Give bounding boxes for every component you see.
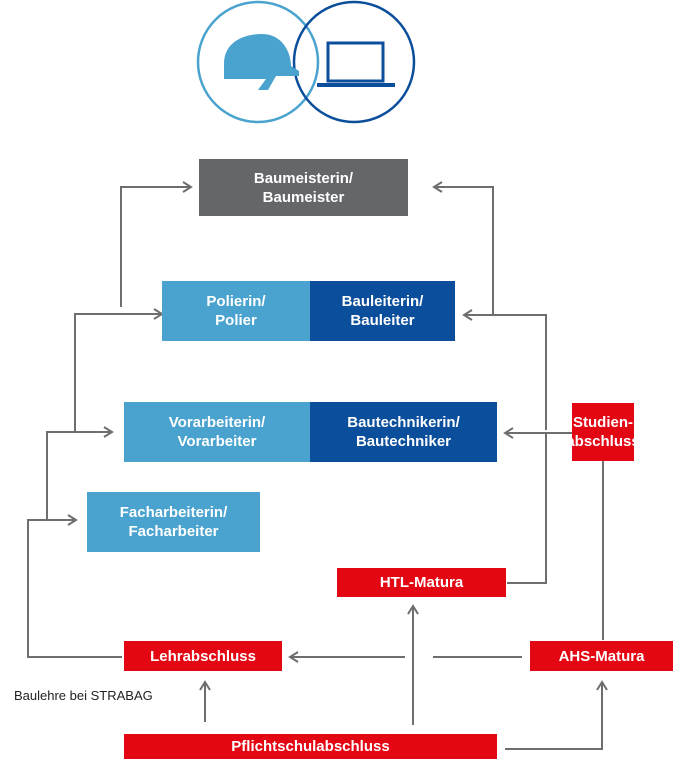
bautechniker-box: Bautechnikerin/ Bautechniker [310, 402, 497, 462]
htl-matura-box: HTL-Matura [337, 568, 506, 597]
bautechniker-line1: Bautechnikerin/ [347, 414, 460, 431]
helmet-circle [196, 0, 320, 124]
facharbeiter-box: Facharbeiterin/ Facharbeiter [87, 492, 260, 552]
bautechniker-line2: Bautechniker [355, 433, 452, 450]
polier-line1: Polierin/ [206, 293, 266, 310]
vorarbeiter-line1: Vorarbeiterin/ [168, 414, 266, 431]
polier-line2: Polier [215, 312, 257, 329]
htl-matura-label: HTL-Matura [379, 574, 464, 591]
vorarbeiter-line2: Vorarbeiter [177, 433, 257, 450]
laptop-circle [292, 0, 416, 124]
pflichtschulabschluss-label: Pflichtschulabschluss [231, 738, 390, 755]
lehrabschluss-box: Lehrabschluss [124, 641, 282, 671]
lehrabschluss-label: Lehrabschluss [150, 647, 256, 665]
bauleiter-line1: Bauleiterin/ [341, 293, 424, 310]
baumeister-box: Baumeisterin/ Baumeister [199, 159, 408, 216]
hard-hat-icon [224, 34, 299, 90]
ahs-matura-label: AHS-Matura [558, 647, 645, 665]
ahs-matura-box: AHS-Matura [530, 641, 673, 671]
bauleiter-line2: Bauleiter [350, 312, 415, 329]
laptop-icon [317, 41, 395, 87]
studienabschluss-box: Studien- abschluss [566, 403, 640, 461]
studienabschluss-line2: abschluss [566, 433, 640, 450]
vorarbeiter-box: Vorarbeiterin/ Vorarbeiter [124, 402, 310, 462]
baulehre-note: Baulehre bei STRABAG [14, 688, 153, 703]
facharbeiter-line2: Facharbeiter [128, 523, 219, 540]
baumeister-line2: Baumeister [262, 188, 345, 206]
connector-arrows [27, 181, 609, 750]
studienabschluss-line1: Studien- [573, 414, 633, 431]
baumeister-line1: Baumeisterin/ [253, 169, 354, 187]
bauleiter-box: Bauleiterin/ Bauleiter [310, 281, 455, 341]
pflichtschulabschluss-box: Pflichtschulabschluss [124, 734, 497, 759]
polier-box: Polierin/ Polier [162, 281, 310, 341]
facharbeiter-line1: Facharbeiterin/ [119, 504, 228, 521]
